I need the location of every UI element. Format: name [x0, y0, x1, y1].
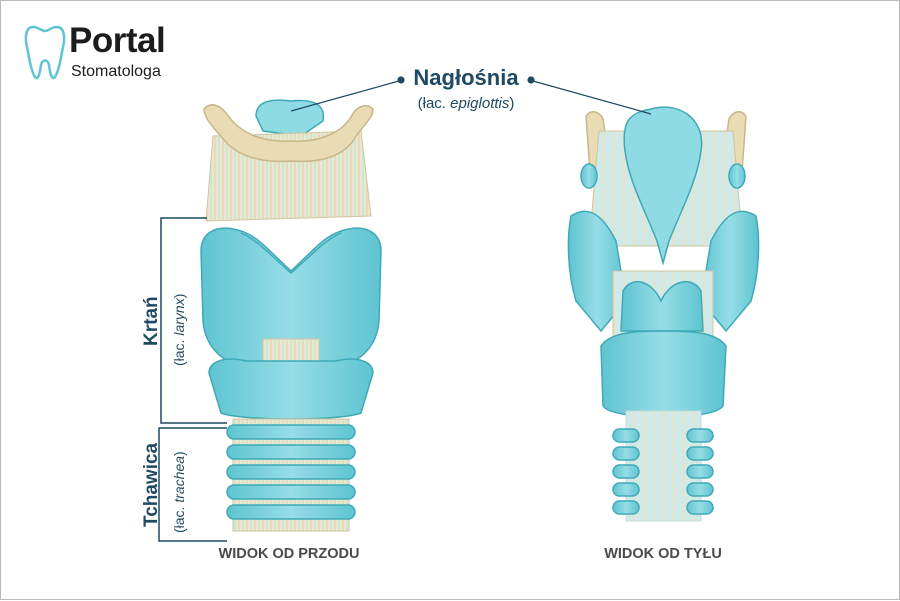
epiglottis-latin: (łac. epiglottis): [417, 95, 515, 112]
front-view-caption: WIDOK OD PRZODU: [218, 546, 360, 562]
hyoid-bone: [203, 104, 374, 163]
logo-subtitle: Stomatologa: [71, 63, 161, 80]
back-tracheal-rings: [612, 428, 714, 515]
larynx-latin: (łac. larynx): [171, 293, 187, 366]
epiglottis-label: Nagłośnia: [413, 65, 519, 90]
cricoid-cartilage: [208, 358, 374, 420]
back-view: [567, 106, 760, 522]
region-brackets: [158, 217, 227, 542]
logo-title: Portal: [69, 21, 166, 60]
portal-stomatologa-logo[interactable]: Portal Stomatologa: [23, 21, 183, 83]
front-epiglottis: [255, 99, 325, 137]
back-trachea: [625, 410, 702, 522]
front-view: [200, 99, 382, 532]
trachea-label: Tchawica: [141, 442, 162, 527]
larynx-label: Krtań: [141, 296, 162, 346]
cricoid-lamina: [600, 330, 727, 418]
back-view-caption: WIDOK OD TYŁU: [604, 546, 722, 562]
epiglottis-leader-lines: [290, 76, 652, 115]
back-epiglottis: [623, 106, 703, 266]
trachea-latin: (łac. trachea): [171, 451, 187, 533]
tracheal-rings: [226, 424, 356, 520]
tooth-icon: [24, 25, 66, 80]
